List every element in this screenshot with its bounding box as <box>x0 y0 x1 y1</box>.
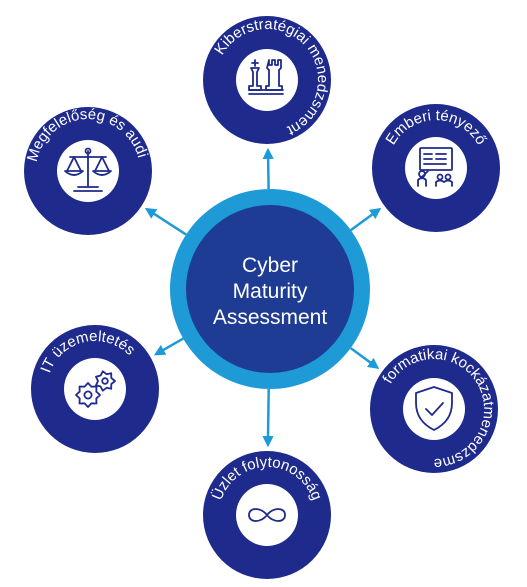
node-human-factor: Emberi tényező <box>372 104 500 232</box>
scales-icon <box>64 147 112 192</box>
connector-arrow-human-factor <box>350 207 382 232</box>
center-hub: Cyber Maturity Assessment <box>170 189 370 389</box>
center-title-line-1: Cyber <box>242 254 298 277</box>
chess-pieces-icon <box>248 59 284 95</box>
connector-arrow-cyber-strategy <box>262 147 274 190</box>
infinity-icon <box>248 508 286 522</box>
icon-disc <box>236 49 298 111</box>
center-title-line-3: Assessment <box>213 306 328 329</box>
node-cyber-strategy: Kiberstratégiai menedzsment <box>203 16 331 144</box>
center-circle <box>186 205 354 373</box>
shield-check-icon <box>415 386 453 431</box>
node-business-continuity: Üzlet folytonosság <box>203 451 331 579</box>
connector-arrow-compliance-audit <box>144 207 187 236</box>
icon-disc <box>64 358 126 420</box>
gears-icon <box>75 370 116 408</box>
center-title-line-2: Maturity <box>233 280 308 303</box>
node-compliance-audit: Megfelelőség és audit <box>0 0 152 235</box>
connector-arrow-business-continuity <box>262 388 274 448</box>
presentation-board-icon <box>417 147 453 187</box>
icon-disc <box>403 378 465 440</box>
node-it-operations: IT üzemeltetés <box>31 325 159 453</box>
connectors <box>144 147 382 448</box>
icon-disc <box>405 137 467 199</box>
connector-arrow-it-operations <box>153 337 184 356</box>
connector-arrow-risk-management <box>349 347 380 370</box>
